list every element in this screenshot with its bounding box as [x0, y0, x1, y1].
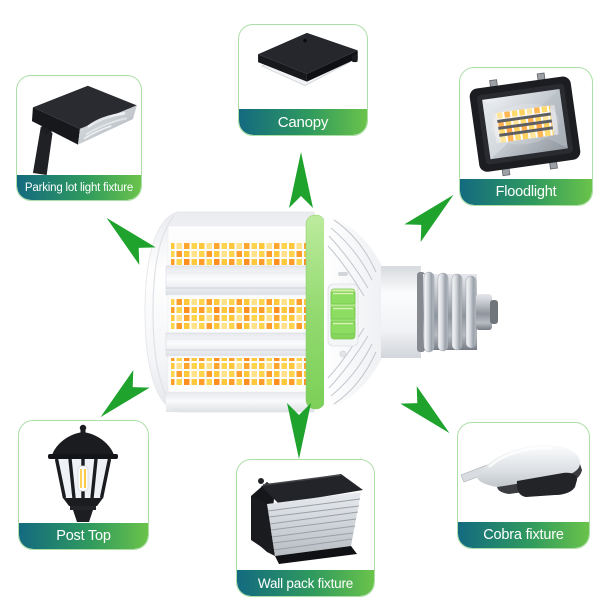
canopy-fixture-image [239, 25, 367, 109]
fixture-label: Wall pack fixture [237, 570, 374, 596]
fixture-label: Canopy [239, 109, 367, 135]
fixture-card-post-top: Post Top [18, 420, 149, 550]
fixture-card-canopy: Canopy [238, 24, 368, 136]
led-panel-top [171, 242, 311, 265]
led-corn-bulb-image [144, 211, 498, 413]
parking-lot-fixture-image [17, 76, 141, 175]
fixture-card-wall-pack: Wall pack fixture [236, 459, 375, 597]
cobra-lens-housing [516, 472, 577, 497]
canopy-top [258, 32, 358, 74]
shoebox-lens [78, 105, 137, 145]
fixture-label: Cobra fixture [458, 522, 589, 548]
lantern-roof [52, 432, 114, 455]
fixture-label: Post Top [19, 523, 148, 549]
base-contact-tip [490, 300, 498, 324]
screw-base [423, 271, 498, 353]
pole [32, 126, 53, 175]
fixture-label: Floodlight [460, 179, 592, 205]
arrow-to-cobra [399, 385, 459, 444]
post-top-fixture-image [19, 421, 148, 523]
bulb-neck [381, 266, 421, 358]
green-accent-ring [305, 214, 326, 410]
arrow-to-post-top [91, 369, 151, 428]
led-panel-middle [171, 297, 311, 331]
glass-ridges [267, 498, 361, 551]
wall-pack-fixture-image [237, 460, 374, 570]
heatsink-fins [327, 219, 377, 405]
wallpack-top [261, 474, 363, 504]
arrow-to-wall-pack [286, 402, 312, 460]
lantern-fitter [73, 510, 93, 522]
floodlight-fixture-image [460, 68, 592, 179]
lantern-frame [54, 458, 112, 499]
arrow-to-canopy [288, 151, 314, 209]
fixture-card-parking-lot: Parking lot light fixture [16, 75, 142, 201]
led-panel-bottom [171, 358, 311, 386]
fixture-card-cobra: Cobra fixture [457, 422, 590, 549]
fixture-card-floodlight: Floodlight [459, 67, 593, 206]
arrow-to-parking-lot [97, 208, 157, 267]
arrow-to-floodlight [403, 185, 463, 244]
cobra-fixture-image [458, 423, 589, 522]
color-slider-switch [327, 272, 359, 358]
fixture-label: Parking lot light fixture [17, 175, 141, 200]
shoebox-top [32, 85, 137, 129]
